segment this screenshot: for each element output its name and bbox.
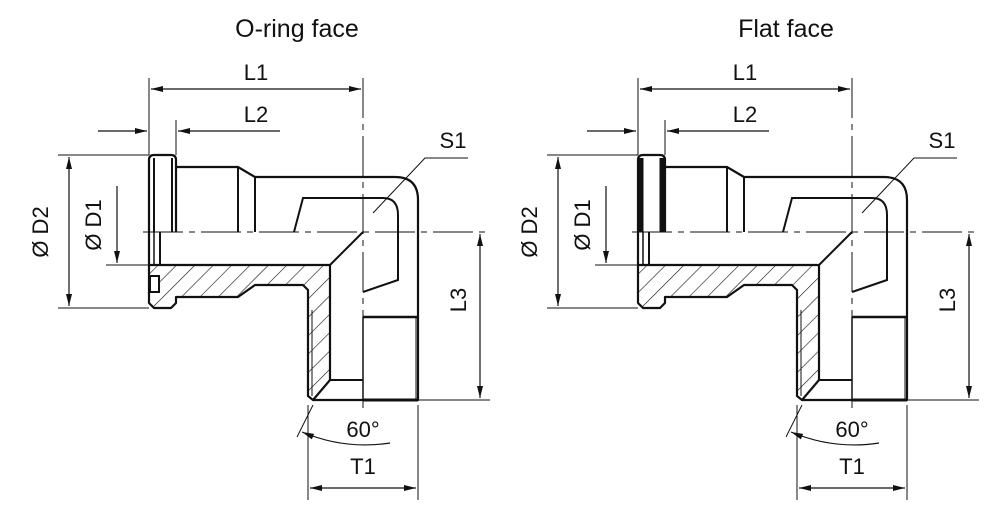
o-ring-groove — [149, 275, 160, 293]
label-s1: S1 — [929, 128, 956, 153]
section-outline — [147, 263, 332, 402]
extension-line — [296, 404, 314, 438]
label-d1: Ø D1 — [81, 199, 106, 250]
label-l2: L2 — [244, 102, 268, 127]
label-t1: T1 — [839, 454, 865, 479]
label-d1: Ø D1 — [570, 199, 595, 250]
body-outline — [176, 165, 420, 402]
label-l1: L1 — [733, 60, 757, 85]
label-d2: Ø D2 — [517, 206, 542, 257]
label-l3: L3 — [446, 288, 471, 312]
angle-arc — [790, 431, 880, 446]
label-angle: 60° — [835, 417, 868, 442]
label-l1: L1 — [244, 60, 268, 85]
label-angle: 60° — [346, 417, 379, 442]
angle-arc — [301, 431, 391, 446]
elbow-bore-curve — [782, 197, 888, 293]
drawing-title: Flat face — [738, 15, 834, 43]
s1-leader-line — [861, 157, 957, 214]
flange-outline — [147, 153, 178, 265]
label-l3: L3 — [935, 288, 960, 312]
s1-leader-line — [372, 157, 468, 214]
extension-line — [785, 404, 803, 438]
bore-line — [329, 231, 364, 266]
label-t1: T1 — [350, 454, 376, 479]
label-s1: S1 — [440, 128, 467, 153]
body-outline — [665, 165, 909, 402]
label-l2: L2 — [733, 102, 757, 127]
elbow-bore-curve — [293, 197, 399, 293]
section-outline — [636, 263, 821, 402]
bore-line — [818, 231, 853, 266]
label-d2: Ø D2 — [28, 206, 53, 257]
drawing-title: O-ring face — [235, 15, 359, 43]
flange-outline — [636, 153, 667, 265]
